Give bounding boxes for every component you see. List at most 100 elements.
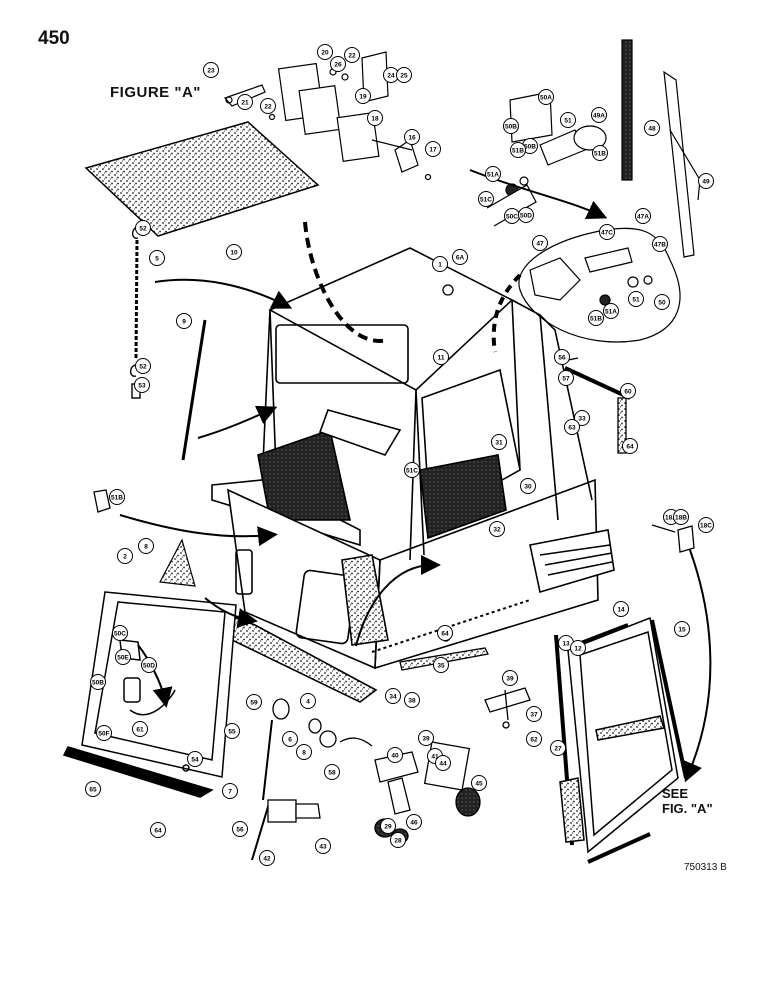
callout-54: 54 <box>187 751 203 767</box>
callout-52: 52 <box>135 220 151 236</box>
callout-number: 47B <box>654 241 666 248</box>
callout-number: 47C <box>601 229 613 236</box>
callout-number: 51C <box>406 467 418 474</box>
callout-number: 56 <box>558 354 566 361</box>
callout-number: 9 <box>182 318 186 325</box>
callout-47A: 47A <box>635 208 651 224</box>
callout-50F: 50F <box>96 725 112 741</box>
callout-47B: 47B <box>652 236 668 252</box>
callout-number: 29 <box>384 823 392 830</box>
callout-number: 23 <box>207 67 215 74</box>
callout-number: 31 <box>495 439 503 446</box>
callout-number: 50C <box>506 213 518 220</box>
callout-number: 64 <box>441 630 449 637</box>
callout-19: 19 <box>355 88 371 104</box>
callout-51B: 51B <box>109 489 125 505</box>
callout-60: 60 <box>620 383 636 399</box>
callout-number: 28 <box>394 837 402 844</box>
callout-39: 39 <box>418 730 434 746</box>
callout-53: 53 <box>134 377 150 393</box>
callout-number: 54 <box>191 756 199 763</box>
callout-55: 55 <box>224 723 240 739</box>
callout-61: 61 <box>132 721 148 737</box>
callout-6A: 6A <box>452 249 468 265</box>
callout-23: 23 <box>203 62 219 78</box>
callout-64: 64 <box>150 822 166 838</box>
callout-number: 18A <box>665 514 677 521</box>
callout-number: 2 <box>123 553 127 560</box>
callout-51C: 51C <box>478 191 494 207</box>
callout-38: 38 <box>404 692 420 708</box>
callout-number: 11 <box>438 354 445 361</box>
callout-number: 50B <box>92 679 104 686</box>
callout-number: 45 <box>475 780 483 787</box>
callout-5: 5 <box>149 250 165 266</box>
callout-number: 5 <box>155 255 159 262</box>
callout-62: 62 <box>526 731 542 747</box>
callout-49A: 49A <box>591 107 607 123</box>
callout-50D: 50D <box>141 657 157 673</box>
callout-number: 18 <box>371 115 379 122</box>
callout-27: 27 <box>550 740 566 756</box>
callout-number: 64 <box>626 443 634 450</box>
callout-number: 50B <box>524 143 536 150</box>
callout-number: 12 <box>574 645 582 652</box>
callout-number: 30 <box>524 483 532 490</box>
callout-number: 51 <box>564 117 572 124</box>
figure-a-label: FIGURE "A" <box>110 84 201 101</box>
callout-number: 49A <box>593 112 605 119</box>
callout-number: 39 <box>506 675 514 682</box>
callout-51A: 51A <box>603 303 619 319</box>
callout-number: 38 <box>408 697 416 704</box>
callout-6: 6 <box>282 731 298 747</box>
callout-number: 51B <box>590 315 602 322</box>
callout-number: 52 <box>139 363 147 370</box>
callout-number: 27 <box>554 745 562 752</box>
callout-50B: 50B <box>503 118 519 134</box>
callout-number: 24 <box>387 72 395 79</box>
callout-number: 51B <box>111 494 123 501</box>
callout-number: 22 <box>348 52 356 59</box>
callout-number: 51C <box>480 196 492 203</box>
callout-number: 60 <box>624 388 632 395</box>
callout-28: 28 <box>390 832 406 848</box>
callout-number: 50F <box>98 730 109 737</box>
callout-8: 8 <box>296 744 312 760</box>
callout-56: 56 <box>232 821 248 837</box>
callout-43: 43 <box>315 838 331 854</box>
callout-12: 12 <box>570 640 586 656</box>
callout-51B: 51B <box>510 142 526 158</box>
callout-number: 32 <box>493 526 501 533</box>
callout-11: 11 <box>433 349 449 365</box>
callout-50E: 50E <box>115 649 131 665</box>
callout-8: 8 <box>138 538 154 554</box>
callout-37: 37 <box>526 706 542 722</box>
callout-number: 48 <box>648 125 656 132</box>
callout-50C: 50C <box>112 625 128 641</box>
callout-number: 34 <box>389 693 397 700</box>
callout-number: 40 <box>391 752 399 759</box>
callout-number: 47 <box>536 240 544 247</box>
callout-number: 53 <box>138 382 146 389</box>
callout-18: 18 <box>367 110 383 126</box>
callout-number: 62 <box>530 736 538 743</box>
callout-10: 10 <box>226 244 242 260</box>
callout-15: 15 <box>674 621 690 637</box>
callout-56: 56 <box>554 349 570 365</box>
callout-number: 46 <box>410 819 418 826</box>
callout-33: 33 <box>574 410 590 426</box>
callout-number: 61 <box>136 726 144 733</box>
callout-number: 41 <box>431 753 439 760</box>
drawing-number: 750313 B <box>684 862 727 873</box>
callout-51B: 51B <box>592 145 608 161</box>
callout-number: 1 <box>438 261 442 268</box>
callout-number: 49 <box>702 178 710 185</box>
wiper-motor-assembly <box>486 39 701 343</box>
callout-number: 8 <box>144 543 148 550</box>
callout-57: 57 <box>558 370 574 386</box>
callout-22: 22 <box>344 47 360 63</box>
callout-number: 4 <box>306 698 310 705</box>
callout-51B: 51B <box>588 310 604 326</box>
callout-number: 63 <box>568 424 576 431</box>
